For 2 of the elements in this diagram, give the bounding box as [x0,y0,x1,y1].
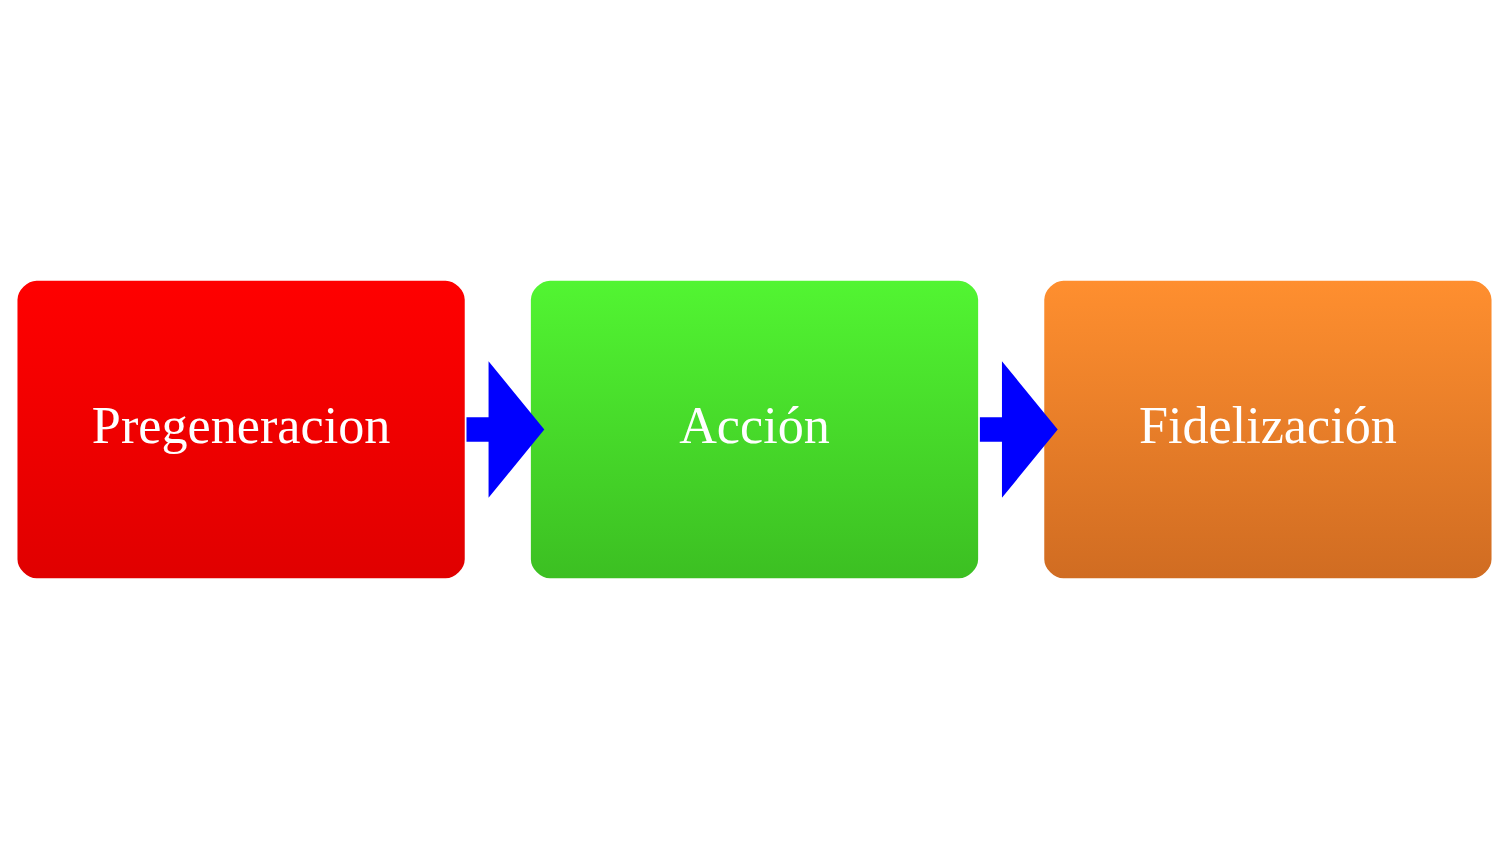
arrow [466,360,545,498]
arrow [979,360,1058,498]
